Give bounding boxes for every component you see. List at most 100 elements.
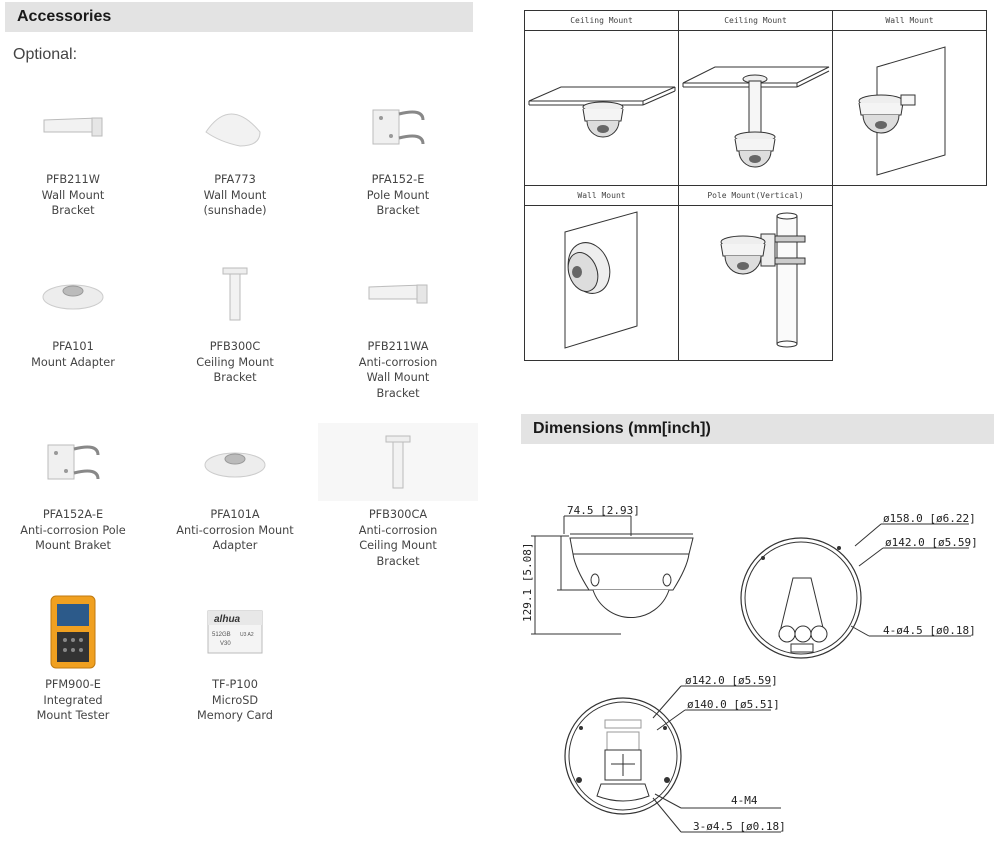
accessory-model: TF-P100 xyxy=(212,678,258,691)
accessory-description: Pole Mount xyxy=(366,188,430,202)
ceiling-bracket-icon xyxy=(318,423,478,501)
dimensions-header: Dimensions (mm[inch]) xyxy=(521,414,994,444)
mount-cell-ceiling-1: Ceiling Mount xyxy=(524,10,679,186)
mount-cell-label: Wall Mount xyxy=(525,186,678,206)
accessory-description: MicroSD xyxy=(211,693,259,707)
mount-cell-label: Wall Mount xyxy=(833,11,986,31)
accessory-description: Bracket xyxy=(51,204,95,217)
accessory-description: Anti-corrosion xyxy=(358,523,438,537)
pole-bracket-icon xyxy=(318,88,478,166)
accessory-model: PFA773 xyxy=(214,173,256,186)
accessory-model: PFM900-E xyxy=(45,678,101,691)
accessory-description: (sunshade) xyxy=(203,204,267,217)
accessories-header: Accessories xyxy=(5,2,473,32)
side-height-label: 129.1 [5.08] xyxy=(521,543,534,622)
dimensions-title: Dimensions (mm[inch]) xyxy=(533,420,711,437)
accessory-description: Anti-corrosion xyxy=(358,355,438,369)
mount-cell-pole: Pole Mount(Vertical) xyxy=(678,185,833,361)
accessory-description: Ceiling Mount xyxy=(196,355,274,369)
accessory-model: PFA101 xyxy=(52,340,94,353)
mount-cell-wall-2: Wall Mount xyxy=(524,185,679,361)
pole-bracket-icon xyxy=(0,423,153,501)
bottom-m4-label: 4-M4 xyxy=(731,794,758,807)
accessories-title: Accessories xyxy=(17,8,112,25)
accessory-description: Mount Adapter xyxy=(31,355,115,369)
mount-cell-ceiling-2: Ceiling Mount xyxy=(678,10,833,186)
accessory-description: Mount Tester xyxy=(36,709,110,722)
accessory-description: Bracket xyxy=(376,386,420,400)
ceiling-bracket-icon xyxy=(155,255,315,333)
accessory-description: Adapter xyxy=(212,539,258,552)
wall-mount-side-diagram-icon xyxy=(564,211,638,349)
mount-adapter-icon xyxy=(0,255,153,333)
bottom-holes-label: 3-ø4.5 [ø0.18] xyxy=(693,820,786,833)
mount-cell-wall-1: Wall Mount xyxy=(832,10,987,186)
bottom-d1-label: ø142.0 [ø5.59] xyxy=(685,674,778,687)
bottom-d2-label: ø140.0 [ø5.51] xyxy=(687,698,780,711)
top-d2-label: ø142.0 [ø5.59] xyxy=(885,536,978,549)
wall-mount-diagram-icon xyxy=(858,46,946,176)
accessory-description: Memory Card xyxy=(197,709,273,722)
mount-cell-label: Ceiling Mount xyxy=(679,11,832,31)
dimensions-drawing: 74.5 [2.93] 129.1 [5.08] ø158.0 [ø6.22] … xyxy=(521,504,978,833)
svg-text:alhua: alhua xyxy=(214,614,241,625)
accessory-description: Wall Mount xyxy=(41,188,105,202)
microsd-card-icon: alhua 512GB U3 A2 V30 xyxy=(155,593,315,671)
accessory-description: Anti-corrosion Mount xyxy=(176,523,294,537)
svg-text:U3 A2: U3 A2 xyxy=(240,632,254,638)
side-view-drawing: 74.5 [2.93] 129.1 [5.08] xyxy=(521,504,694,635)
wall-bracket-icon xyxy=(318,255,478,333)
accessory-description: Mount Braket xyxy=(35,539,111,552)
mount-adapter-icon xyxy=(155,423,315,501)
top-holes-label: 4-ø4.5 [ø0.18] xyxy=(883,624,976,637)
pole-mount-diagram-icon xyxy=(720,212,806,348)
wall-bracket-icon xyxy=(0,88,153,166)
accessory-description: Integrated xyxy=(43,693,103,707)
accessory-description: Wall Mount xyxy=(366,371,430,384)
bottom-view-drawing: ø142.0 [ø5.59] ø140.0 [ø5.51] 4-M4 3-ø4.… xyxy=(564,674,786,833)
tester-device-icon xyxy=(0,593,153,671)
side-width-label: 74.5 [2.93] xyxy=(567,504,640,517)
accessory-description: Bracket xyxy=(213,371,257,384)
accessory-description: Anti-corrosion Pole xyxy=(20,523,126,537)
svg-text:V30: V30 xyxy=(220,641,231,647)
accessory-description: Bracket xyxy=(376,204,420,217)
accessory-model: PFB211WA xyxy=(367,340,429,353)
mount-cell-label: Pole Mount(Vertical) xyxy=(679,186,832,206)
accessory-model: PFA152-E xyxy=(371,173,425,186)
sunshade-icon xyxy=(155,88,315,166)
top-view-drawing: ø158.0 [ø6.22] ø142.0 [ø5.59] 4-ø4.5 [ø0… xyxy=(740,512,978,659)
pendant-mount-diagram-icon xyxy=(682,66,830,168)
accessory-model: PFB300C xyxy=(209,340,261,353)
top-d1-label: ø158.0 [ø6.22] xyxy=(883,512,976,525)
ceiling-mount-diagram-icon xyxy=(528,86,676,138)
svg-text:512GB: 512GB xyxy=(212,632,231,638)
accessory-model: PFA101A xyxy=(210,508,260,521)
accessory-model: PFA152A-E xyxy=(42,508,104,521)
accessory-description: Ceiling Mount xyxy=(359,539,437,552)
accessory-model: PFB300CA xyxy=(368,508,428,521)
accessory-description: Wall Mount xyxy=(203,188,267,202)
